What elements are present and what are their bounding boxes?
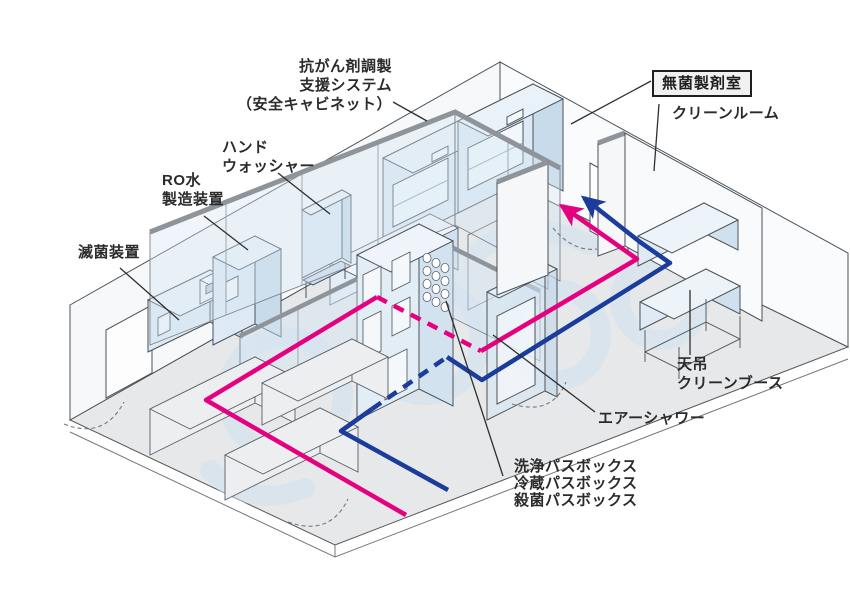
leader-sterilizer: [119, 267, 180, 321]
safety-cabinets: [381, 83, 565, 251]
cabinet-vent: [506, 108, 524, 126]
label-anticancer-line3: （安全キャビネット）: [236, 96, 392, 113]
work-benches: [148, 338, 390, 501]
label-hand-washer: ハンド ウォッシャー: [222, 139, 316, 175]
door-opening: [105, 304, 153, 399]
label-anticancer-system: 抗がん剤調製 支援システム （安全キャビネット）: [210, 57, 392, 114]
label-sterilizer: 滅菌装置: [78, 244, 141, 261]
leader-clean-room: [653, 103, 660, 172]
flow-line-magenta: [203, 203, 640, 517]
leader-ro-water: [203, 215, 249, 251]
vent-holes: [422, 252, 450, 312]
label-anticancer-line2: 支援システム: [299, 77, 392, 94]
label-air-shower: エアーシャワー: [598, 410, 706, 427]
label-pass-boxes: 洗浄パスボックス 冷蔵パスボックス 殺菌パスボックス: [514, 458, 638, 509]
leader-anticancer: [392, 101, 428, 122]
leader-lines: [119, 80, 691, 477]
leader-pass-boxes: [445, 300, 504, 477]
floor-slab-edge: [69, 358, 849, 558]
label-ceiling-clean-booth: 天吊 クリーンブース: [677, 356, 784, 392]
label-sterile-room-box: 無菌製剤室: [652, 70, 753, 97]
booth-table: [643, 299, 742, 379]
leader-air-shower: [492, 334, 596, 413]
flow-line-blue: [338, 195, 673, 492]
leader-hand-washer: [277, 172, 331, 215]
cabinet-vent: [431, 145, 449, 163]
label-ro-water: RO水 製造装置: [162, 172, 225, 208]
label-clean-room: クリーンルーム: [672, 105, 780, 122]
hand-washer-unit: [300, 189, 353, 298]
ro-water-unit: [211, 235, 283, 346]
cabinet-window: [392, 157, 449, 228]
leader-sterile-room: [570, 80, 652, 125]
wall-cap: [149, 109, 562, 235]
label-anticancer-line1: 抗がん剤調製: [298, 58, 392, 75]
